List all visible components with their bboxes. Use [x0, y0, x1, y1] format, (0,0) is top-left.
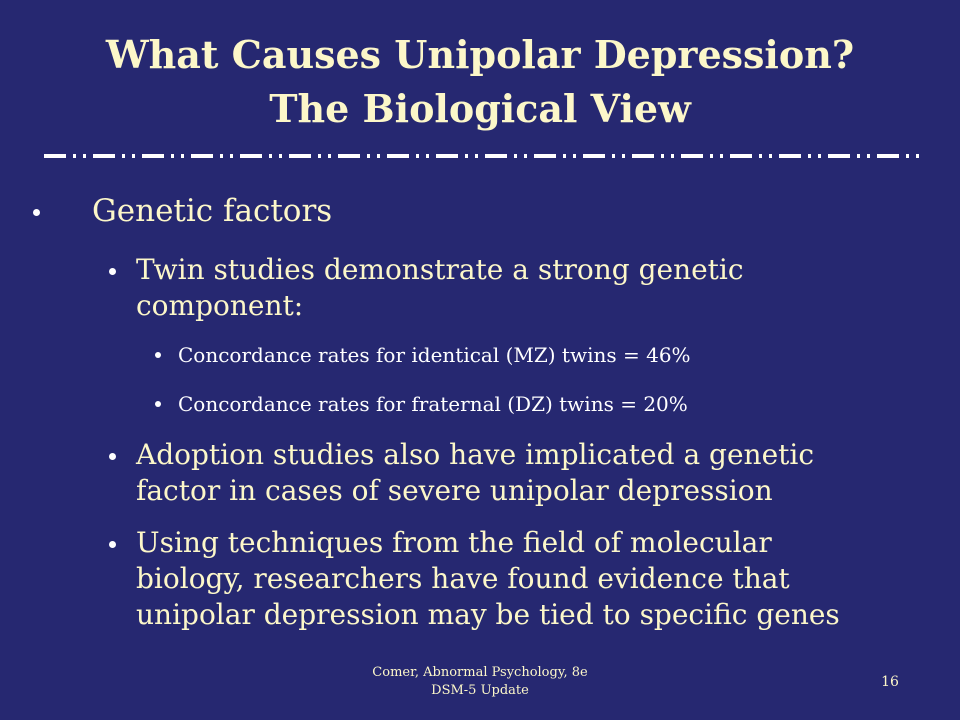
divider-dot	[818, 154, 821, 158]
footer-citation: Comer, Abnormal Psychology, 8e DSM-5 Upd…	[310, 664, 650, 700]
divider-dash	[289, 154, 311, 158]
footer-line-2: DSM-5 Update	[431, 683, 529, 698]
divider-dot	[563, 154, 566, 158]
bullet-dot-icon	[109, 268, 116, 275]
footer-line-1: Comer, Abnormal Psychology, 8e	[372, 665, 588, 680]
divider-dot	[220, 154, 223, 158]
divider-dot	[867, 154, 870, 158]
divider-dot	[328, 154, 331, 158]
divider-dot	[524, 154, 527, 158]
divider-dot	[465, 154, 468, 158]
divider-dash	[338, 154, 360, 158]
adoption-studies-text: Adoption studies also have implicated a …	[136, 437, 896, 509]
divider-dot	[475, 154, 478, 158]
page-number: 16	[881, 674, 899, 690]
molecular-biology-text: Using techniques from the field of molec…	[136, 525, 896, 633]
adoption-line-2: factor in cases of severe unipolar depre…	[136, 474, 773, 507]
divider-dot	[916, 154, 919, 158]
divider-dot	[720, 154, 723, 158]
divider-dash	[142, 154, 164, 158]
divider-dash	[93, 154, 115, 158]
twin-line-1: Twin studies demonstrate a strong geneti…	[136, 253, 744, 286]
twin-studies-text: Twin studies demonstrate a strong geneti…	[136, 252, 896, 324]
divider-dot	[279, 154, 282, 158]
divider-dot	[171, 154, 174, 158]
divider-dot	[769, 154, 772, 158]
divider-dash	[632, 154, 654, 158]
divider-dot	[661, 154, 664, 158]
slide-title: What Causes Unipolar Depression? The Bio…	[40, 28, 920, 136]
divider-dot	[573, 154, 576, 158]
molecular-line-2: biology, researchers have found evidence…	[136, 562, 790, 595]
divider-dash	[387, 154, 409, 158]
divider-dot	[132, 154, 135, 158]
molecular-line-1: Using techniques from the field of molec…	[136, 526, 772, 559]
heading-genetic-factors: Genetic factors	[92, 193, 333, 229]
divider-dot	[367, 154, 370, 158]
title-line-2: The Biological View	[269, 86, 691, 131]
twin-line-2: component:	[136, 289, 304, 322]
concordance-mz: Concordance rates for identical (MZ) twi…	[178, 343, 691, 367]
divider-dot	[857, 154, 860, 158]
divider-dash	[877, 154, 899, 158]
divider-dash	[436, 154, 458, 158]
divider-dot	[759, 154, 762, 158]
divider-dash	[779, 154, 801, 158]
divider-dot	[808, 154, 811, 158]
bullet-dot-icon	[33, 209, 40, 216]
divider-dot	[671, 154, 674, 158]
divider-dot	[73, 154, 76, 158]
divider-dash	[191, 154, 213, 158]
divider-dot	[612, 154, 615, 158]
dashed-divider	[44, 154, 919, 158]
divider-dot	[230, 154, 233, 158]
divider-dot	[269, 154, 272, 158]
divider-dash	[583, 154, 605, 158]
divider-dot	[83, 154, 86, 158]
divider-dash	[681, 154, 703, 158]
divider-dot	[710, 154, 713, 158]
divider-dot	[416, 154, 419, 158]
title-line-1: What Causes Unipolar Depression?	[105, 32, 855, 77]
divider-dot	[318, 154, 321, 158]
divider-dot	[181, 154, 184, 158]
divider-dot	[377, 154, 380, 158]
bullet-dot-icon	[109, 541, 116, 548]
adoption-line-1: Adoption studies also have implicated a …	[136, 438, 815, 471]
divider-dot	[122, 154, 125, 158]
concordance-dz: Concordance rates for fraternal (DZ) twi…	[178, 392, 688, 416]
molecular-line-3: unipolar depression may be tied to speci…	[136, 598, 840, 631]
bullet-dot-icon	[155, 352, 161, 358]
divider-dot	[622, 154, 625, 158]
divider-dash	[730, 154, 752, 158]
divider-dash	[828, 154, 850, 158]
divider-dash	[44, 154, 66, 158]
divider-dash	[485, 154, 507, 158]
divider-dash	[240, 154, 262, 158]
divider-dash	[534, 154, 556, 158]
bullet-dot-icon	[155, 401, 161, 407]
divider-dot	[906, 154, 909, 158]
divider-dot	[514, 154, 517, 158]
bullet-dot-icon	[109, 453, 116, 460]
divider-dot	[426, 154, 429, 158]
